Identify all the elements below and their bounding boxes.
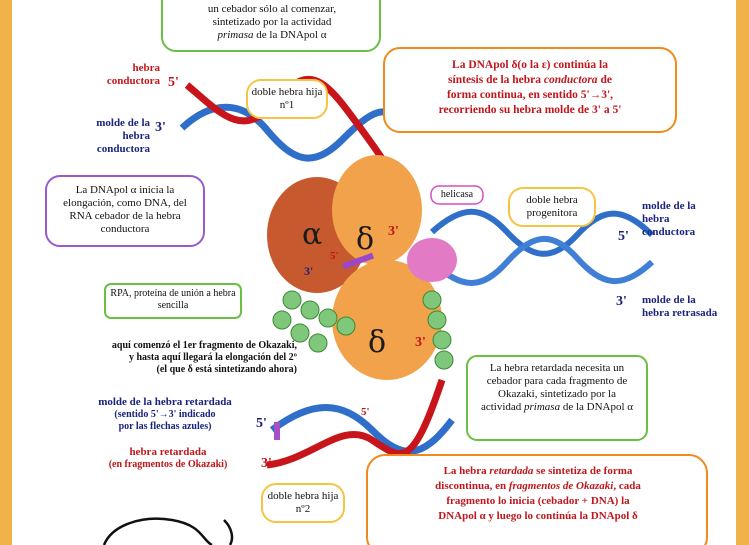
decorative-hook [224,520,232,545]
callout-primer-top: un cebador sólo al comenzar, sintetizado… [172,3,372,42]
callout-leading-line2: síntesis de la hebra conductora de [394,73,666,88]
label-double-strand-2: doble hebra hija nº2 [265,490,341,516]
end-5-leading: 5' [168,76,179,89]
label-leading-template: molde de la hebra conductora [70,117,150,156]
label-double-strand-1: doble hebra hija nº1 [250,86,324,112]
okazaki-note-line1: aquí comenzó el 1er fragmento de Okazaki… [22,340,297,352]
callout-leading-synthesis: La DNApol δ(o la ε) continúa la síntesis… [394,58,666,118]
end-3-upper-delta: 3' [388,225,399,238]
callout-leading-line2a: síntesis de la hebra [448,74,544,86]
enzyme-delta-lower-label: δ [368,328,386,358]
parental-strand-blue-2 [432,239,652,283]
okazaki-note: aquí comenzó el 1er fragmento de Okazaki… [22,340,297,376]
okazaki-note-line2: y hasta aquí llegará la elongación del 2… [22,352,297,364]
callout-leading-line1: La DNApol δ(o la ε) continúa la [394,58,666,73]
callout-primer-top-line3: primasa de la DNApol α [172,29,372,42]
callout-lagging-primer-line1: La hebra retardada necesita un [473,362,641,375]
callout-lagging-synth-line2-emph: fragmentos de Okazaki [509,480,614,492]
callout-primer-top-line1: un cebador sólo al comenzar, [172,3,372,16]
callout-lagging-synth-line1b: se sintetiza de forma [533,465,632,477]
callout-lagging-primer-line4-emph: primasa [524,401,560,413]
callout-rpa: RPA, proteína de unión a hebra sencilla [109,288,237,312]
end-3-leading-template: 3' [155,121,166,134]
helicase-shape [407,238,457,282]
enzyme-alpha-label: α [302,220,322,250]
callout-lagging-primer-line4: actividad primasa de la DNApol α [473,401,641,414]
decorative-swirl [104,519,212,545]
callout-lagging-synth-line4: DNApol α y luego lo continúa la DNApol δ [380,509,696,524]
lagging-template-line1: molde de la hebra retardada [72,396,258,409]
callout-lagging-primer-line4b: de la DNApol α [560,401,633,413]
callout-lagging-primer-line3: Okazaki, sintetizado por la [473,388,641,401]
lagging-strand-label: hebra retardada (en fragmentos de Okazak… [78,446,258,471]
enzyme-delta-upper-label: δ [356,225,374,255]
label-lagging-template-right: molde de la hebra retrasada [642,294,722,320]
end-5-primer: 5' [330,250,339,263]
callout-lagging-synth-line1: La hebra retardada se sintetiza de forma [380,464,696,479]
label-parental-double-strand: doble hebra progenitora [512,194,592,220]
callout-lagging-primer-line4a: actividad [481,401,524,413]
callout-lagging-synth-line2b: , cada [613,480,641,492]
lagging-template-line2: (sentido 5'→3' indicado [72,409,258,421]
end-5-right: 5' [618,230,629,243]
callout-leading-line2-emph: conductora [544,74,598,86]
callout-primer-top-line3b: de la DNApol α [254,29,327,41]
callout-alpha-initiates: La DNApol α inicia la elongación, como D… [52,184,198,236]
primer-lower [274,422,280,440]
callout-lagging-primer: La hebra retardada necesita un cebador p… [473,362,641,414]
lagging-template-label: molde de la hebra retardada (sentido 5'→… [72,396,258,433]
diagram-canvas: un cebador sólo al comenzar, sintetizado… [12,0,736,545]
callout-lagging-synth-line1-emph: retardada [489,465,533,477]
callout-lagging-primer-line2: cebador para cada fragmento de [473,375,641,388]
callout-primer-top-emph: primasa [217,29,253,41]
callout-lagging-synth-line2: discontinua, en fragmentos de Okazaki, c… [380,479,696,494]
helicase-label: helicasa [432,189,482,201]
end-3-lower-delta: 3' [415,336,426,349]
callout-lagging-synthesis: La hebra retardada se sintetiza de forma… [380,464,696,524]
callout-leading-line3: forma continua, en sentido 5'→3', [394,88,666,103]
lagging-strand-line1: hebra retardada [78,446,258,459]
callout-lagging-synth-line3: fragmento lo inicia (cebador + DNA) la [380,494,696,509]
end-3-lagging: 3' [261,457,272,470]
lagging-strand-line2: (en fragmentos de Okazaki) [78,459,258,471]
label-leading-template-right: molde de la hebra conductora [642,200,722,239]
callout-lagging-synth-line1a: La hebra [444,465,490,477]
end-5-lower-primer: 5' [361,406,370,419]
callout-leading-line4: recorriendo su hebra molde de 3' a 5' [394,103,666,118]
callout-lagging-synth-line2a: discontinua, en [435,480,509,492]
label-leading-strand: hebra conductora [94,62,160,88]
dnapol-delta-upper-shape [332,155,422,265]
end-5-lagging-template: 5' [256,417,267,430]
lagging-template-line3: por las flechas azules) [72,421,258,433]
end-3-right: 3' [616,295,627,308]
end-3-mid: 3' [304,265,313,278]
callout-primer-top-line2: sintetizado por la actividad [172,16,372,29]
callout-leading-line2b: de [598,74,612,86]
okazaki-note-line3: (el que δ está sintetizando ahora) [22,364,297,376]
